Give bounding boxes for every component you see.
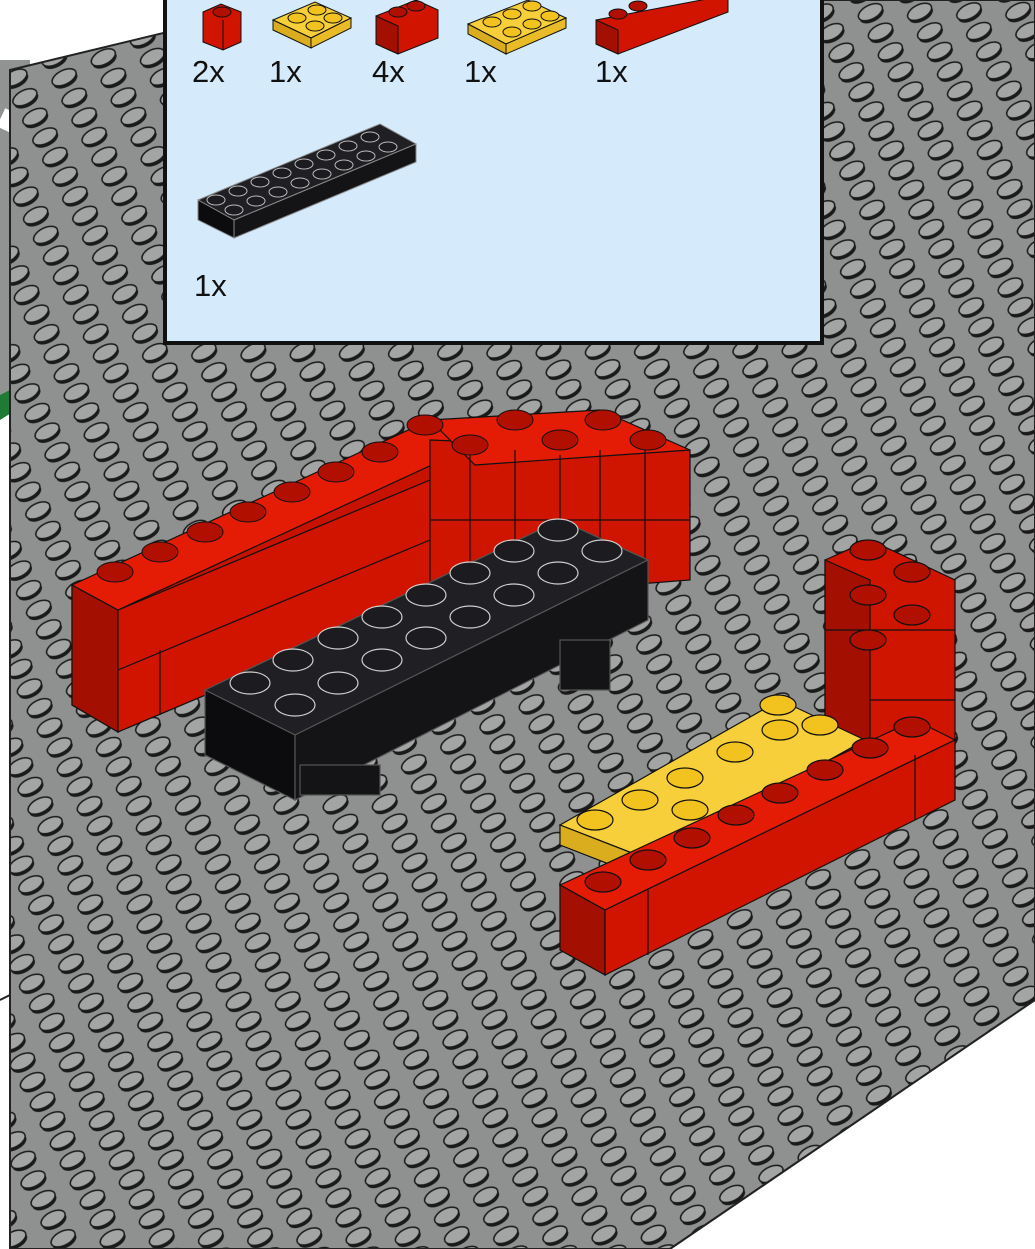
baseplate-edge — [0, 995, 10, 1249]
part-qty-red-1x6: 1x — [595, 54, 628, 90]
part-qty-red-1x1: 2x — [192, 54, 225, 90]
yellow-2x2-plate-icon — [267, 0, 357, 53]
parts-list-panel: 2x 1x 4x 1x 1x 1x — [163, 0, 824, 345]
black-2x8-brick-icon — [194, 120, 419, 240]
part-qty-black-2x8: 1x — [194, 268, 227, 304]
red-1x2-brick-icon — [372, 0, 442, 58]
yellow-2x3-plate-icon — [462, 0, 572, 58]
red-1x6-brick-icon — [592, 0, 732, 58]
part-qty-yellow-2x3: 1x — [464, 54, 497, 90]
part-qty-yellow-2x2: 1x — [269, 54, 302, 90]
part-qty-red-1x2: 4x — [372, 54, 405, 90]
red-1x1-brick-icon — [199, 0, 249, 53]
